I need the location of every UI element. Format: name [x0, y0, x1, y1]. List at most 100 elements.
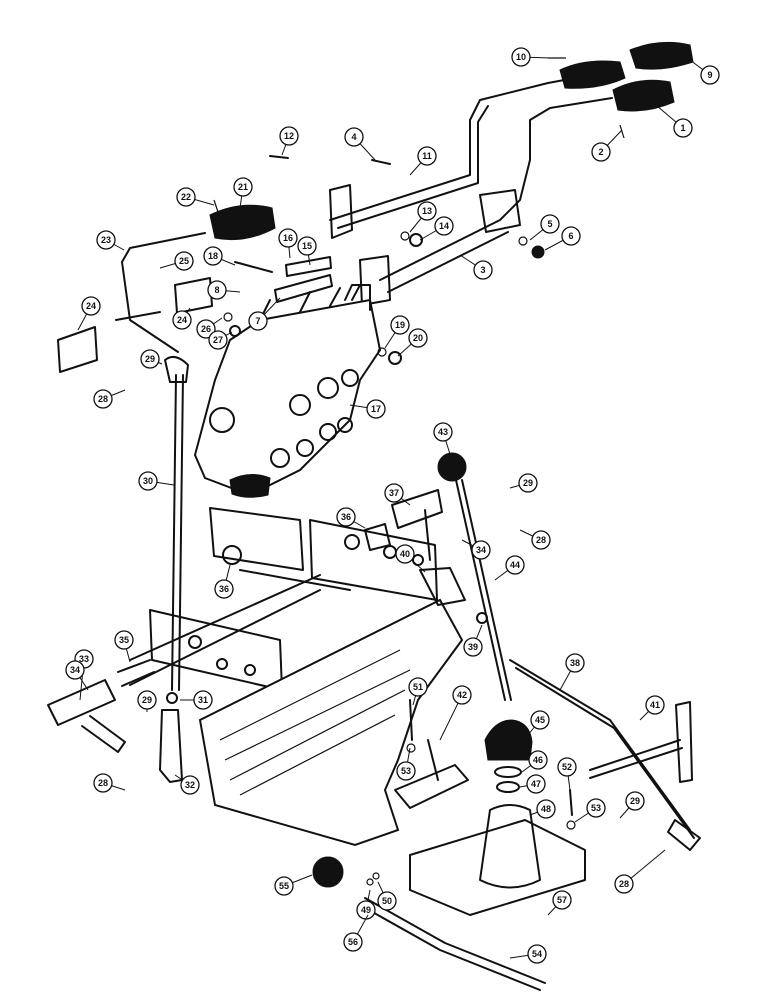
callout-28: 27: [208, 330, 233, 350]
bolt-52-53: [566, 789, 576, 830]
callout-8: 8: [207, 280, 241, 300]
callout-circle: [180, 775, 200, 795]
callout-31: 30: [138, 471, 175, 491]
callout-30: 29: [140, 349, 163, 369]
callout-circle: [138, 471, 158, 491]
callout-circle: [176, 187, 196, 207]
callout-circle: [565, 653, 585, 673]
knob-9b: [629, 41, 694, 70]
callout-number: 29: [523, 478, 533, 488]
callout-circle: [233, 177, 253, 197]
callout-56: 47: [519, 774, 546, 794]
callout-circle: [463, 637, 483, 657]
callout-circle: [505, 555, 525, 575]
callout-67: 54: [509, 944, 547, 964]
callout-59: 53: [574, 798, 606, 823]
callout-18: 18: [203, 246, 236, 266]
linkage-38: [509, 659, 695, 839]
callout-circle: [625, 791, 645, 811]
callout-number: 49: [361, 905, 371, 915]
callout-circle: [114, 630, 134, 650]
callout-number: 23: [101, 235, 111, 245]
callout-circle: [93, 773, 113, 793]
callout-circle: [511, 47, 531, 67]
callout-number: 56: [348, 937, 358, 947]
callout-number: 1: [680, 123, 685, 133]
callout-26: 25: [159, 251, 194, 271]
callout-52: 51: [408, 677, 428, 706]
callout-circle: [377, 891, 397, 911]
callout-number: 19: [395, 320, 405, 330]
callout-2: 2: [591, 129, 623, 162]
callout-circle: [408, 677, 428, 697]
rod-39: [476, 612, 488, 624]
callout-53: 53: [396, 747, 416, 781]
upper-lever-assembly: [329, 77, 613, 306]
callout-4: 4: [344, 127, 376, 161]
clevis-32: [159, 709, 183, 783]
callout-number: 39: [468, 642, 478, 652]
callout-47: 44: [494, 555, 525, 581]
callout-number: 52: [562, 762, 572, 772]
callout-number: 35: [119, 635, 129, 645]
nut-5-6: [518, 236, 545, 259]
clevis-right: [667, 819, 701, 851]
callout-number: 36: [219, 584, 229, 594]
boot-45: [484, 719, 533, 761]
callout-number: 51: [413, 682, 423, 692]
bracket-42: [394, 739, 469, 809]
callout-circle: [531, 530, 551, 550]
callout-circle: [527, 944, 547, 964]
callout-number: 50: [382, 896, 392, 906]
callout-number: 29: [142, 695, 152, 705]
callout-6: 6: [544, 226, 581, 251]
callout-50: 41: [639, 695, 665, 721]
callout-layer: 1234567891011121314151617181920212223242…: [65, 47, 720, 964]
callout-circle: [528, 750, 548, 770]
shift-knob-43: [437, 452, 467, 482]
callout-circle: [137, 690, 157, 710]
callout-33: 29: [137, 690, 157, 712]
callout-number: 17: [371, 404, 381, 414]
callout-circle: [81, 296, 101, 316]
callout-54: 45: [527, 710, 550, 736]
callout-circle: [433, 422, 453, 442]
callout-circle: [65, 660, 85, 680]
callout-1: 1: [649, 99, 693, 138]
callout-number: 15: [302, 241, 312, 251]
callout-circle: [561, 226, 581, 246]
callout-number: 53: [591, 803, 601, 813]
callout-number: 46: [533, 755, 543, 765]
callout-60: 29: [619, 791, 645, 819]
callout-number: 27: [213, 335, 223, 345]
callout-circle: [384, 483, 404, 503]
callout-circle: [530, 710, 550, 730]
callout-number: 33: [79, 654, 89, 664]
callout-number: 34: [476, 545, 486, 555]
callout-number: 20: [413, 333, 423, 343]
callout-circle: [248, 311, 268, 331]
washers-46-47: [494, 766, 522, 793]
callout-58: 52: [557, 757, 577, 791]
callout-number: 28: [98, 394, 108, 404]
callout-34: 31: [180, 690, 213, 710]
callout-3: 3: [459, 254, 493, 280]
callout-circle: [536, 799, 556, 819]
callout-number: 9: [707, 70, 712, 80]
callout-7: 7: [248, 297, 281, 331]
callout-35: 32: [174, 774, 200, 795]
callout-12: 12: [279, 126, 299, 156]
callout-circle: [395, 544, 415, 564]
callout-19: 19: [384, 315, 410, 349]
callout-number: 30: [143, 476, 153, 486]
callout-circle: [344, 127, 364, 147]
callout-number: 22: [181, 192, 191, 202]
lever-33: [47, 679, 126, 753]
callout-circle: [193, 690, 213, 710]
callout-20: 20: [397, 328, 428, 357]
callout-circle: [552, 890, 572, 910]
callout-61: 28: [614, 849, 666, 894]
callout-circle: [196, 319, 216, 339]
callout-number: 3: [480, 265, 485, 275]
callout-32: 28: [93, 773, 126, 793]
